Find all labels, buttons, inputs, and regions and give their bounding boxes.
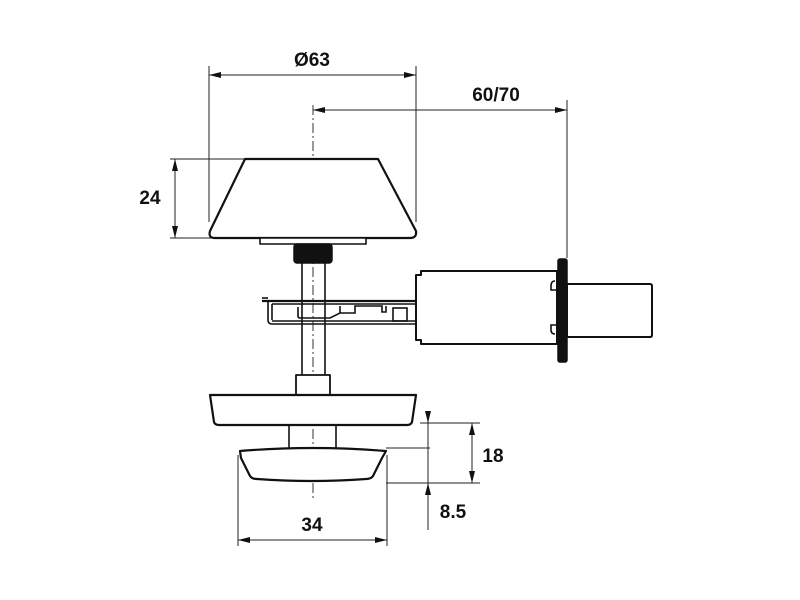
dimension-thumbturn-grip-height: 8.5 [425, 411, 467, 523]
outer-knob [208, 157, 418, 245]
latch-housing [262, 297, 419, 326]
dimension-thumbturn-height: 18 [386, 422, 504, 530]
spindle [293, 243, 333, 396]
dimension-thumbturn-width: 34 [237, 455, 388, 546]
dimension-label-thumbturn-width: 34 [301, 515, 323, 536]
dimension-label-diameter: Ø63 [294, 50, 330, 71]
dimension-knob-height: 24 [139, 158, 270, 239]
dimension-knob-diameter: Ø63 [208, 50, 417, 222]
dimension-label-thumbturn-height: 18 [482, 446, 503, 467]
thumb-turn-neck [288, 425, 337, 449]
dimension-label-thumbturn-grip-height: 8.5 [440, 502, 467, 523]
dimension-backset: 60/70 [313, 85, 568, 258]
inner-rose [208, 393, 418, 427]
faceplate [557, 258, 568, 363]
latch-bolt [566, 283, 653, 338]
dimension-label-knob-height: 24 [139, 188, 161, 209]
thumb-turn [238, 446, 388, 483]
latch-body [415, 270, 558, 345]
dimension-label-backset: 60/70 [472, 85, 520, 106]
